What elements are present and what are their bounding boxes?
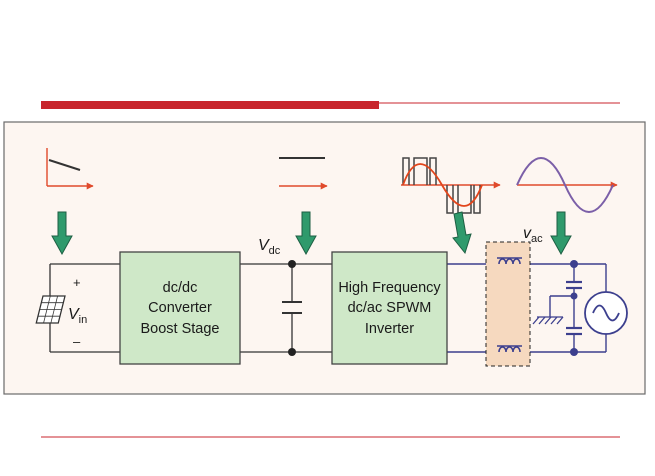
node-dot xyxy=(288,260,296,268)
block-label: Converter xyxy=(148,300,212,316)
pv-system-diagram: dc/dc Converter Boost Stage High Frequen… xyxy=(3,121,646,395)
green-arrow-dc xyxy=(295,211,317,256)
spwm-waveform-icon xyxy=(401,157,501,214)
block-label: High Frequency xyxy=(338,280,441,296)
filter-inductor-icon xyxy=(497,257,522,265)
block-label: Inverter xyxy=(365,321,414,337)
green-arrow-ac xyxy=(550,211,572,256)
pv-curve-icon xyxy=(46,148,94,190)
circuit-wires xyxy=(49,263,332,353)
green-arrow-pv xyxy=(51,211,73,256)
block-label: dc/ac SPWM xyxy=(348,300,432,316)
diagram-panel xyxy=(3,121,646,395)
v-ac-label: vac xyxy=(523,225,543,245)
node-dot xyxy=(570,292,578,300)
node-dot xyxy=(288,348,296,356)
dc-level-icon xyxy=(279,157,328,190)
node-dot xyxy=(570,348,578,356)
v-dc-label: Vdc xyxy=(258,237,281,257)
block-label: Boost Stage xyxy=(141,321,220,337)
pv-panel-icon xyxy=(35,295,66,324)
dcdc-boost-converter-block: dc/dc Converter Boost Stage xyxy=(119,251,241,365)
spwm-inverter-block: High Frequency dc/ac SPWM Inverter xyxy=(331,251,448,365)
v-in-label: Vin xyxy=(68,306,87,326)
title-accent-bar xyxy=(41,101,379,109)
filter-inductor-icon xyxy=(497,345,522,353)
node-dot xyxy=(570,260,578,268)
output-capacitors xyxy=(566,280,582,336)
plus-sign: + xyxy=(73,275,81,290)
block-label: dc/dc xyxy=(163,280,198,296)
green-arrow-spwm xyxy=(452,211,472,255)
dc-link-capacitor xyxy=(282,301,302,314)
minus-sign: – xyxy=(73,334,81,349)
ac-grid-source-icon xyxy=(584,291,628,335)
ground-icon xyxy=(532,316,564,325)
sine-output-icon xyxy=(516,157,618,213)
